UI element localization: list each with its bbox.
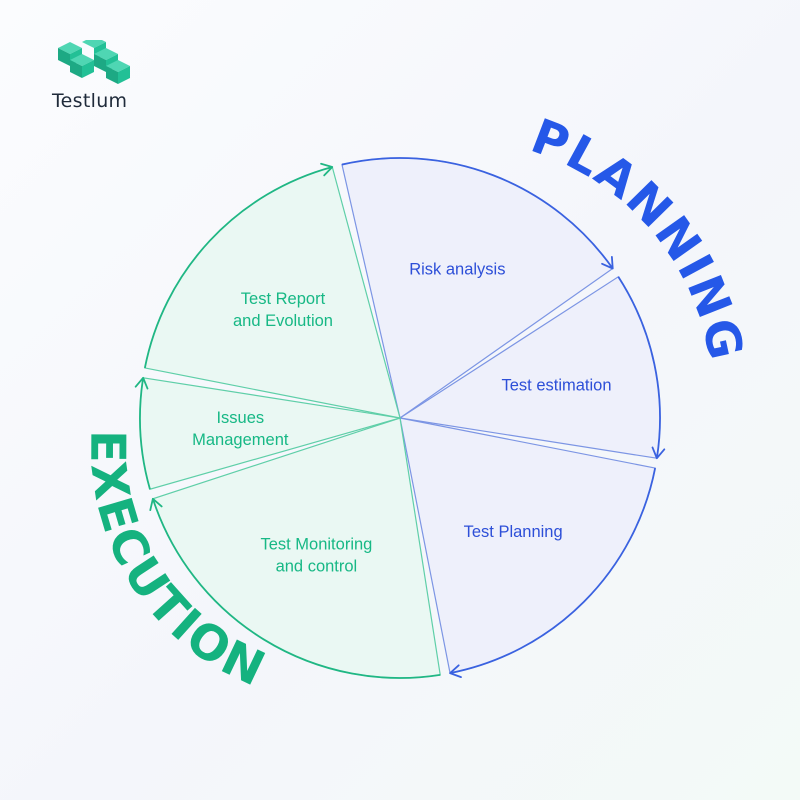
segment-outer-arc — [449, 467, 657, 675]
segment-label-line: Test Report — [241, 290, 326, 308]
segment-label: Test Planning — [464, 523, 563, 541]
segment-outer-arc — [617, 276, 661, 459]
segment-label: Test estimation — [501, 377, 611, 395]
segment-label-line: Test estimation — [501, 377, 611, 395]
segment-outer-arc — [152, 498, 441, 679]
arrow-head-icon — [651, 446, 666, 460]
segment-label-line: Issues — [216, 409, 264, 427]
segment-label: Test Report and Evolution — [233, 290, 333, 330]
testlum-cube-logo-icon — [58, 36, 130, 84]
testlum-logo — [52, 36, 142, 120]
segment-label-line: Test Planning — [464, 523, 563, 541]
segment-label: Test Monitoring and control — [260, 535, 372, 575]
segment-outer-arc — [139, 377, 151, 490]
segment-test-planning — [399, 417, 656, 674]
arrow-head-icon — [149, 497, 163, 512]
segment-outer-arc — [341, 157, 614, 270]
arrow-head-icon — [320, 162, 334, 177]
segment-label-line: Management — [192, 431, 289, 449]
arrow-head-icon — [601, 255, 614, 270]
segment-outer-arc — [143, 166, 333, 369]
segment-label-line: and control — [276, 557, 358, 575]
segment-label-line: and Evolution — [233, 312, 333, 330]
arrow-head-icon — [134, 376, 149, 390]
segment-label: Risk analysis — [409, 261, 505, 279]
arrow-head-icon — [449, 664, 462, 678]
segment-label-line: Test Monitoring — [260, 535, 372, 553]
brand-name: Testlum — [52, 90, 128, 112]
segment-label-line: Risk analysis — [409, 261, 505, 279]
